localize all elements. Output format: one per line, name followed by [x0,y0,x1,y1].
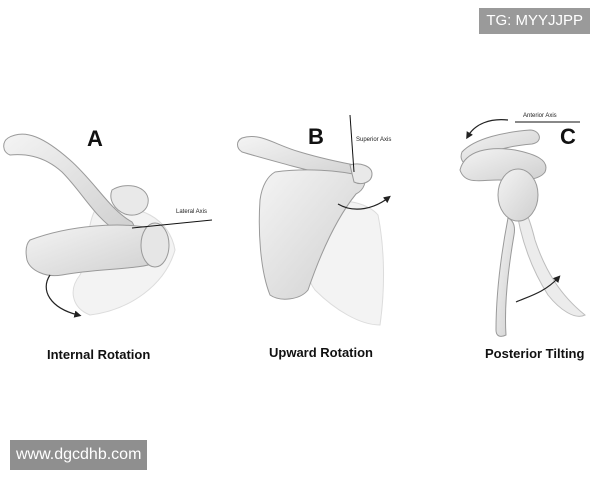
panel-caption: Internal Rotation [47,347,151,362]
panel-letter: B [308,124,324,149]
axis-label: Lateral Axis [176,209,208,215]
scapula-upward-rotation-illustration [237,114,391,326]
axis-label: Anterior Axis [523,113,557,119]
axis-label: Superior Axis [356,137,392,143]
panel-letter: A [87,126,103,151]
watermark-bottom: www.dgcdhb.com [10,440,148,470]
scapula-posterior-tilting-illustration [459,119,586,337]
panel-internal-rotation: A Lateral Axis Internal Rotation [0,110,220,370]
panel-caption: Posterior Tilting [485,346,585,361]
panel-upward-rotation: B Superior Axis Upward Rotation [220,110,420,370]
panel-posterior-tilting: C Anterior Axis Posterior Tilting [420,110,600,370]
scapula-internal-rotation-illustration [3,133,213,318]
panel-caption: Upward Rotation [269,345,373,360]
watermark-top: TG: MYYJJPP [479,8,590,34]
panel-letter: C [560,124,576,149]
